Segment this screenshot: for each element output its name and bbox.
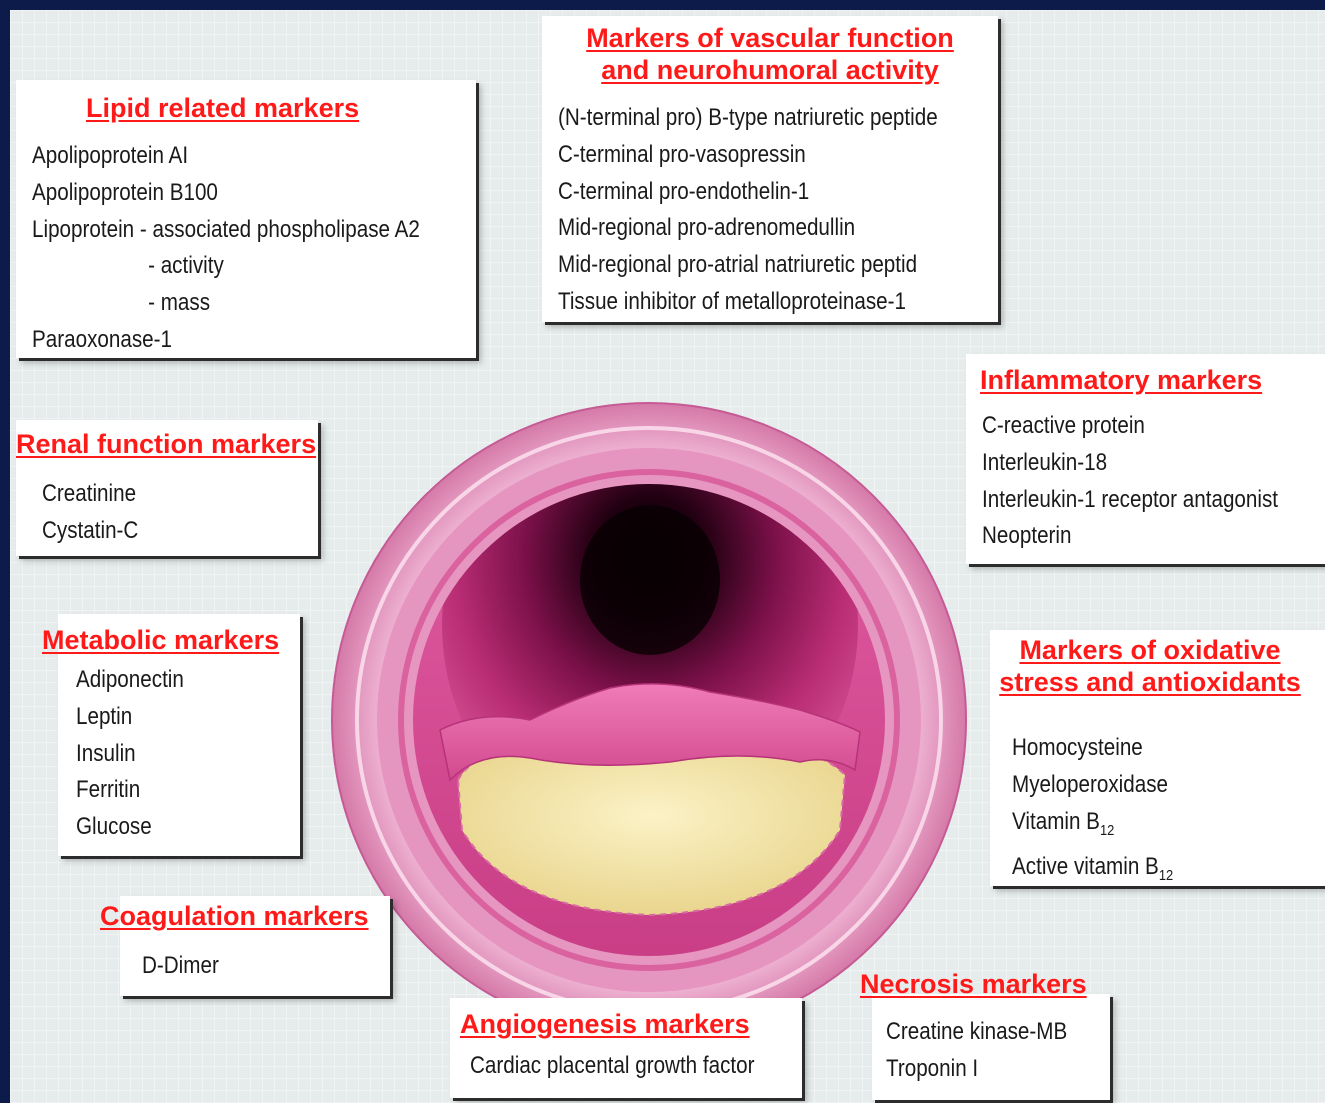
metabolic-markers-title: Metabolic markers <box>42 624 279 656</box>
list-item: Myeloperoxidase <box>1012 767 1173 804</box>
list-item: - mass <box>32 285 420 322</box>
vascular-title-line2: and neurohumoral activity <box>601 55 939 85</box>
list-item: Insulin <box>76 736 184 773</box>
list-item: Creatinine <box>42 476 138 513</box>
list-item: Cystatin-C <box>42 513 138 550</box>
list-item: Apolipoprotein B100 <box>32 175 420 212</box>
necrosis-markers-box: Creatine kinase-MB Troponin I <box>872 994 1110 1100</box>
angiogenesis-markers-title: Angiogenesis markers <box>460 1008 750 1040</box>
list-item: Paraoxonase-1 <box>32 322 420 359</box>
list-item: Ferritin <box>76 772 184 809</box>
vascular-title-line1: Markers of vascular function <box>586 23 954 53</box>
oxidative-markers-title: Markers of oxidative stress and antioxid… <box>970 634 1325 699</box>
list-item: Adiponectin <box>76 662 184 699</box>
list-item: (N-terminal pro) B-type natriuretic pept… <box>558 100 938 137</box>
list-item: Creatine kinase-MB <box>886 1014 1067 1051</box>
coagulation-markers-list: D-Dimer <box>142 948 219 985</box>
list-item: Apolipoprotein AI <box>32 138 420 175</box>
list-item: Cardiac placental growth factor <box>470 1048 755 1085</box>
vascular-markers-box: Markers of vascular function and neurohu… <box>542 16 998 322</box>
list-item: Lipoprotein - associated phospholipase A… <box>32 212 420 249</box>
list-item: Mid-regional pro-atrial natriuretic pept… <box>558 247 938 284</box>
oxidative-title-line1: Markers of oxidative <box>1019 635 1280 665</box>
vascular-markers-list: (N-terminal pro) B-type natriuretic pept… <box>558 100 938 321</box>
inflammatory-markers-title: Inflammatory markers <box>980 364 1262 396</box>
list-item: C-terminal pro-vasopressin <box>558 137 938 174</box>
metabolic-markers-list: Adiponectin Leptin Insulin Ferritin Gluc… <box>76 662 184 846</box>
angiogenesis-markers-list: Cardiac placental growth factor <box>470 1048 755 1085</box>
lipid-markers-list: Apolipoprotein AI Apolipoprotein B100 Li… <box>32 138 420 359</box>
list-item: Mid-regional pro-adrenomedullin <box>558 210 938 247</box>
angiogenesis-markers-box: Angiogenesis markers Cardiac placental g… <box>450 998 802 1098</box>
renal-markers-list: Creatinine Cystatin-C <box>42 476 138 550</box>
lumen-depth <box>580 505 720 655</box>
list-item: Leptin <box>76 699 184 736</box>
list-item: D-Dimer <box>142 948 219 985</box>
list-item: Active vitamin B12 <box>1012 849 1173 895</box>
list-item: Troponin I <box>886 1051 1067 1088</box>
lipid-markers-title: Lipid related markers <box>86 92 359 124</box>
vascular-markers-title: Markers of vascular function and neurohu… <box>542 22 998 87</box>
list-item: C-terminal pro-endothelin-1 <box>558 174 938 211</box>
list-item: Vitamin B12 <box>1012 804 1173 850</box>
list-item: Homocysteine <box>1012 730 1173 767</box>
list-item: Glucose <box>76 809 184 846</box>
oxidative-title-line2: stress and antioxidants <box>999 667 1301 697</box>
diagram-panel: Lipid related markers Apolipoprotein AI … <box>10 10 1325 1103</box>
list-item: Tissue inhibitor of metalloproteinase-1 <box>558 284 938 321</box>
list-item: C-reactive protein <box>982 408 1278 445</box>
list-item: - activity <box>32 248 420 285</box>
lipid-markers-box: Lipid related markers Apolipoprotein AI … <box>16 80 476 358</box>
necrosis-markers-title: Necrosis markers <box>860 968 1087 1000</box>
list-item: Interleukin-1 receptor antagonist <box>982 482 1278 519</box>
renal-markers-title: Renal function markers <box>16 428 316 460</box>
necrosis-markers-list: Creatine kinase-MB Troponin I <box>886 1014 1067 1088</box>
oxidative-markers-list: Homocysteine Myeloperoxidase Vitamin B12… <box>1012 730 1173 895</box>
inflammatory-markers-box: Inflammatory markers C-reactive protein … <box>966 354 1325 564</box>
coagulation-markers-title: Coagulation markers <box>100 900 369 932</box>
list-item: Neopterin <box>982 518 1278 555</box>
inflammatory-markers-list: C-reactive protein Interleukin-18 Interl… <box>982 408 1278 555</box>
list-item: Interleukin-18 <box>982 445 1278 482</box>
